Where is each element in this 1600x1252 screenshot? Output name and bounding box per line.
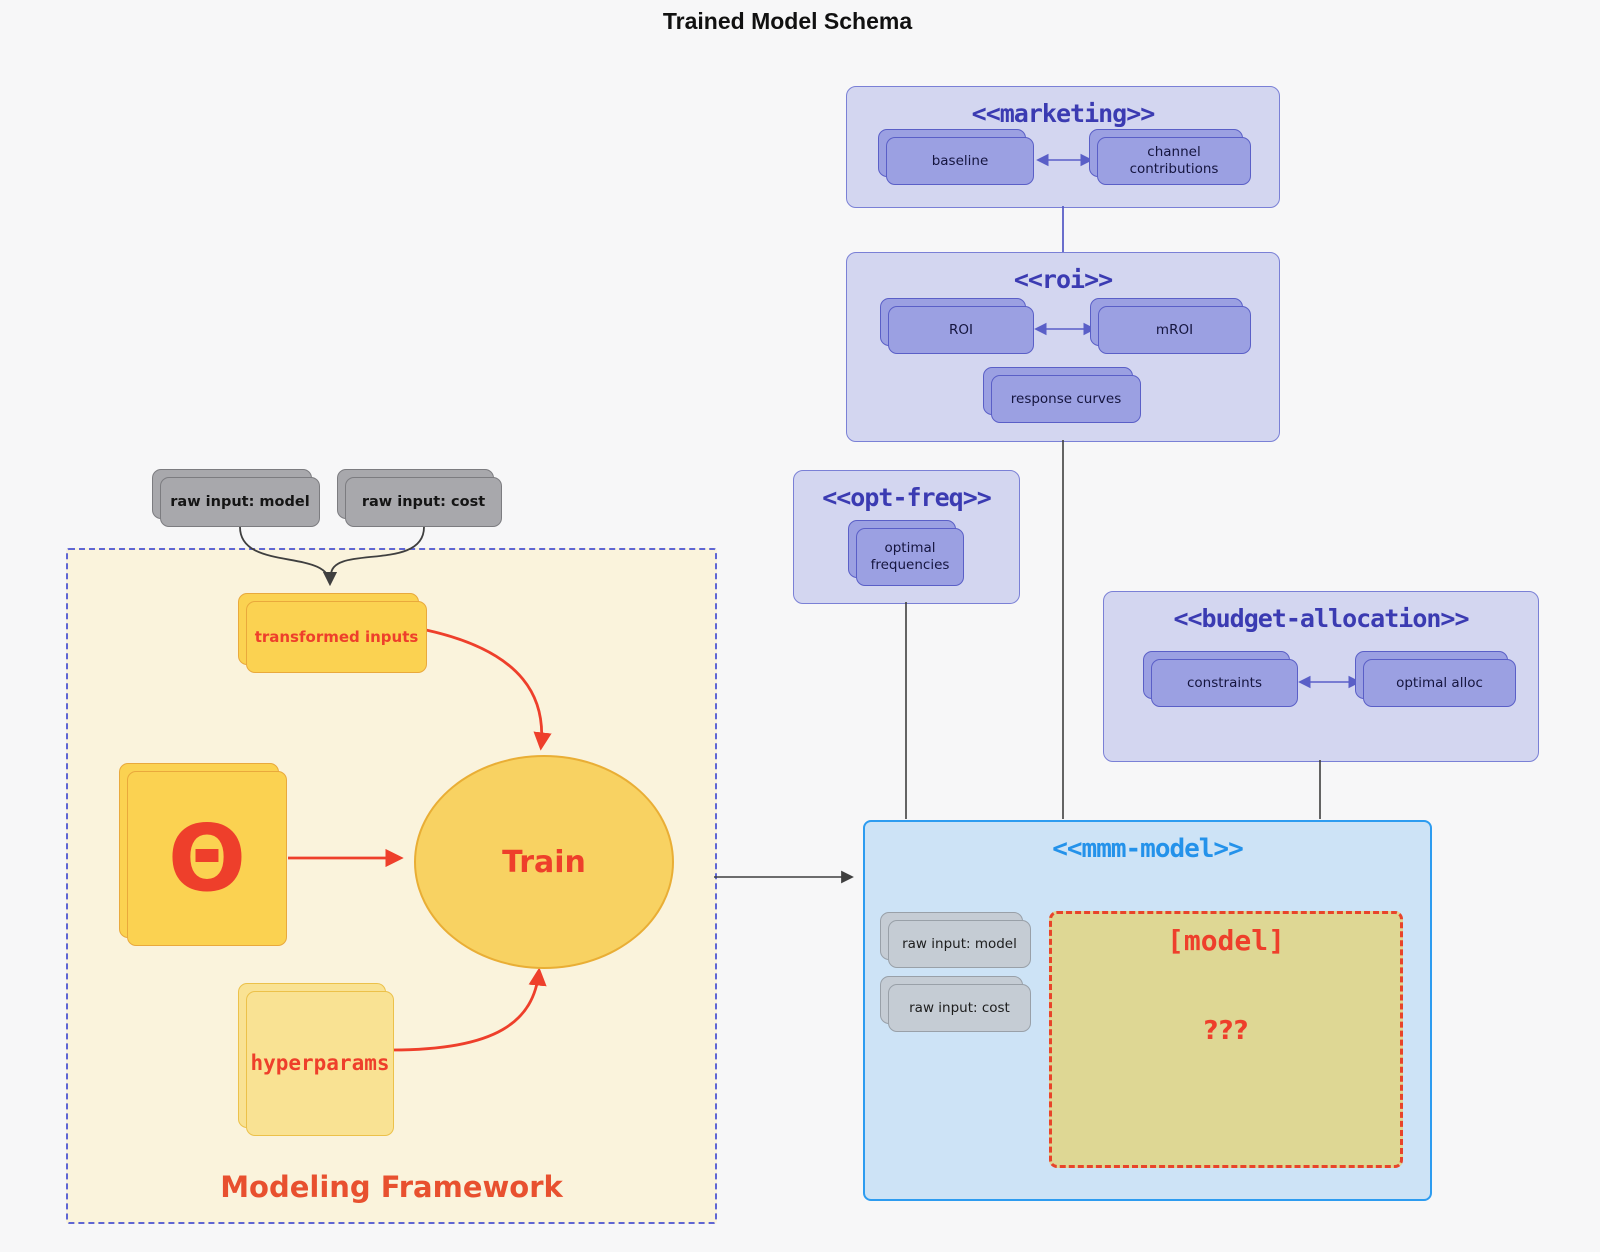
node-roi: ROI (880, 298, 1034, 354)
model-placeholder-label: [model] (1166, 924, 1285, 957)
node-theta: Θ (119, 763, 287, 946)
cluster-marketing-title: <<marketing>> (971, 99, 1156, 128)
cluster-budget-allocation-title: <<budget-allocation>> (1173, 604, 1469, 633)
node-mmm-raw-input-model-label: raw input: model (888, 920, 1031, 968)
cluster-modeling-framework-title: Modeling Framework (220, 1170, 563, 1204)
model-unknown-label: ??? (1203, 1016, 1249, 1046)
cluster-opt-freq: <<opt-freq>> optimal frequencies (793, 470, 1020, 604)
node-baseline: baseline (878, 129, 1034, 185)
cluster-mmm-model-title: <<mmm-model>> (1052, 834, 1244, 864)
node-optimal-alloc: optimal alloc (1355, 651, 1516, 707)
node-raw-input-cost: raw input: cost (337, 469, 502, 527)
node-optimal-frequencies: optimal frequencies (848, 520, 964, 586)
node-train-label: Train (502, 844, 586, 880)
node-response-curves-label: response curves (991, 375, 1141, 423)
node-hyperparams: hyperparams (238, 983, 394, 1136)
node-mmm-raw-input-cost-label: raw input: cost (888, 984, 1031, 1032)
cluster-roi-title: <<roi>> (1013, 265, 1113, 294)
cluster-modeling-framework: Modeling Framework transformed inputs Θ … (66, 548, 717, 1224)
node-train: Train (414, 755, 674, 969)
node-transformed-inputs-label: transformed inputs (246, 601, 427, 673)
node-channel-contributions: channel contributions (1089, 129, 1251, 185)
node-optimal-frequencies-label: optimal frequencies (856, 528, 964, 586)
node-mmm-raw-input-cost: raw input: cost (880, 976, 1031, 1032)
node-roi-label: ROI (888, 306, 1034, 354)
cluster-roi: <<roi>> ROI mROI response curves (846, 252, 1280, 442)
node-hyperparams-label: hyperparams (246, 991, 394, 1136)
node-raw-input-model: raw input: model (152, 469, 320, 527)
node-optimal-alloc-label: optimal alloc (1363, 659, 1516, 707)
page-title: Trained Model Schema (662, 8, 913, 34)
cluster-marketing: <<marketing>> baseline channel contribut… (846, 86, 1280, 208)
node-response-curves: response curves (983, 367, 1141, 423)
node-constraints: constraints (1143, 651, 1298, 707)
node-channel-contributions-label: channel contributions (1097, 137, 1251, 185)
node-baseline-label: baseline (886, 137, 1034, 185)
node-raw-input-cost-label: raw input: cost (345, 477, 502, 527)
node-mroi: mROI (1090, 298, 1251, 354)
model-placeholder-box: [model] ??? (1049, 911, 1403, 1168)
node-raw-input-model-label: raw input: model (160, 477, 320, 527)
node-transformed-inputs: transformed inputs (238, 593, 427, 673)
node-constraints-label: constraints (1151, 659, 1298, 707)
node-mroi-label: mROI (1098, 306, 1251, 354)
cluster-budget-allocation: <<budget-allocation>> constraints optima… (1103, 591, 1539, 762)
node-theta-label: Θ (127, 771, 287, 946)
cluster-mmm-model: <<mmm-model>> raw input: model raw input… (863, 820, 1432, 1201)
cluster-opt-freq-title: <<opt-freq>> (822, 483, 992, 512)
node-mmm-raw-input-model: raw input: model (880, 912, 1031, 968)
